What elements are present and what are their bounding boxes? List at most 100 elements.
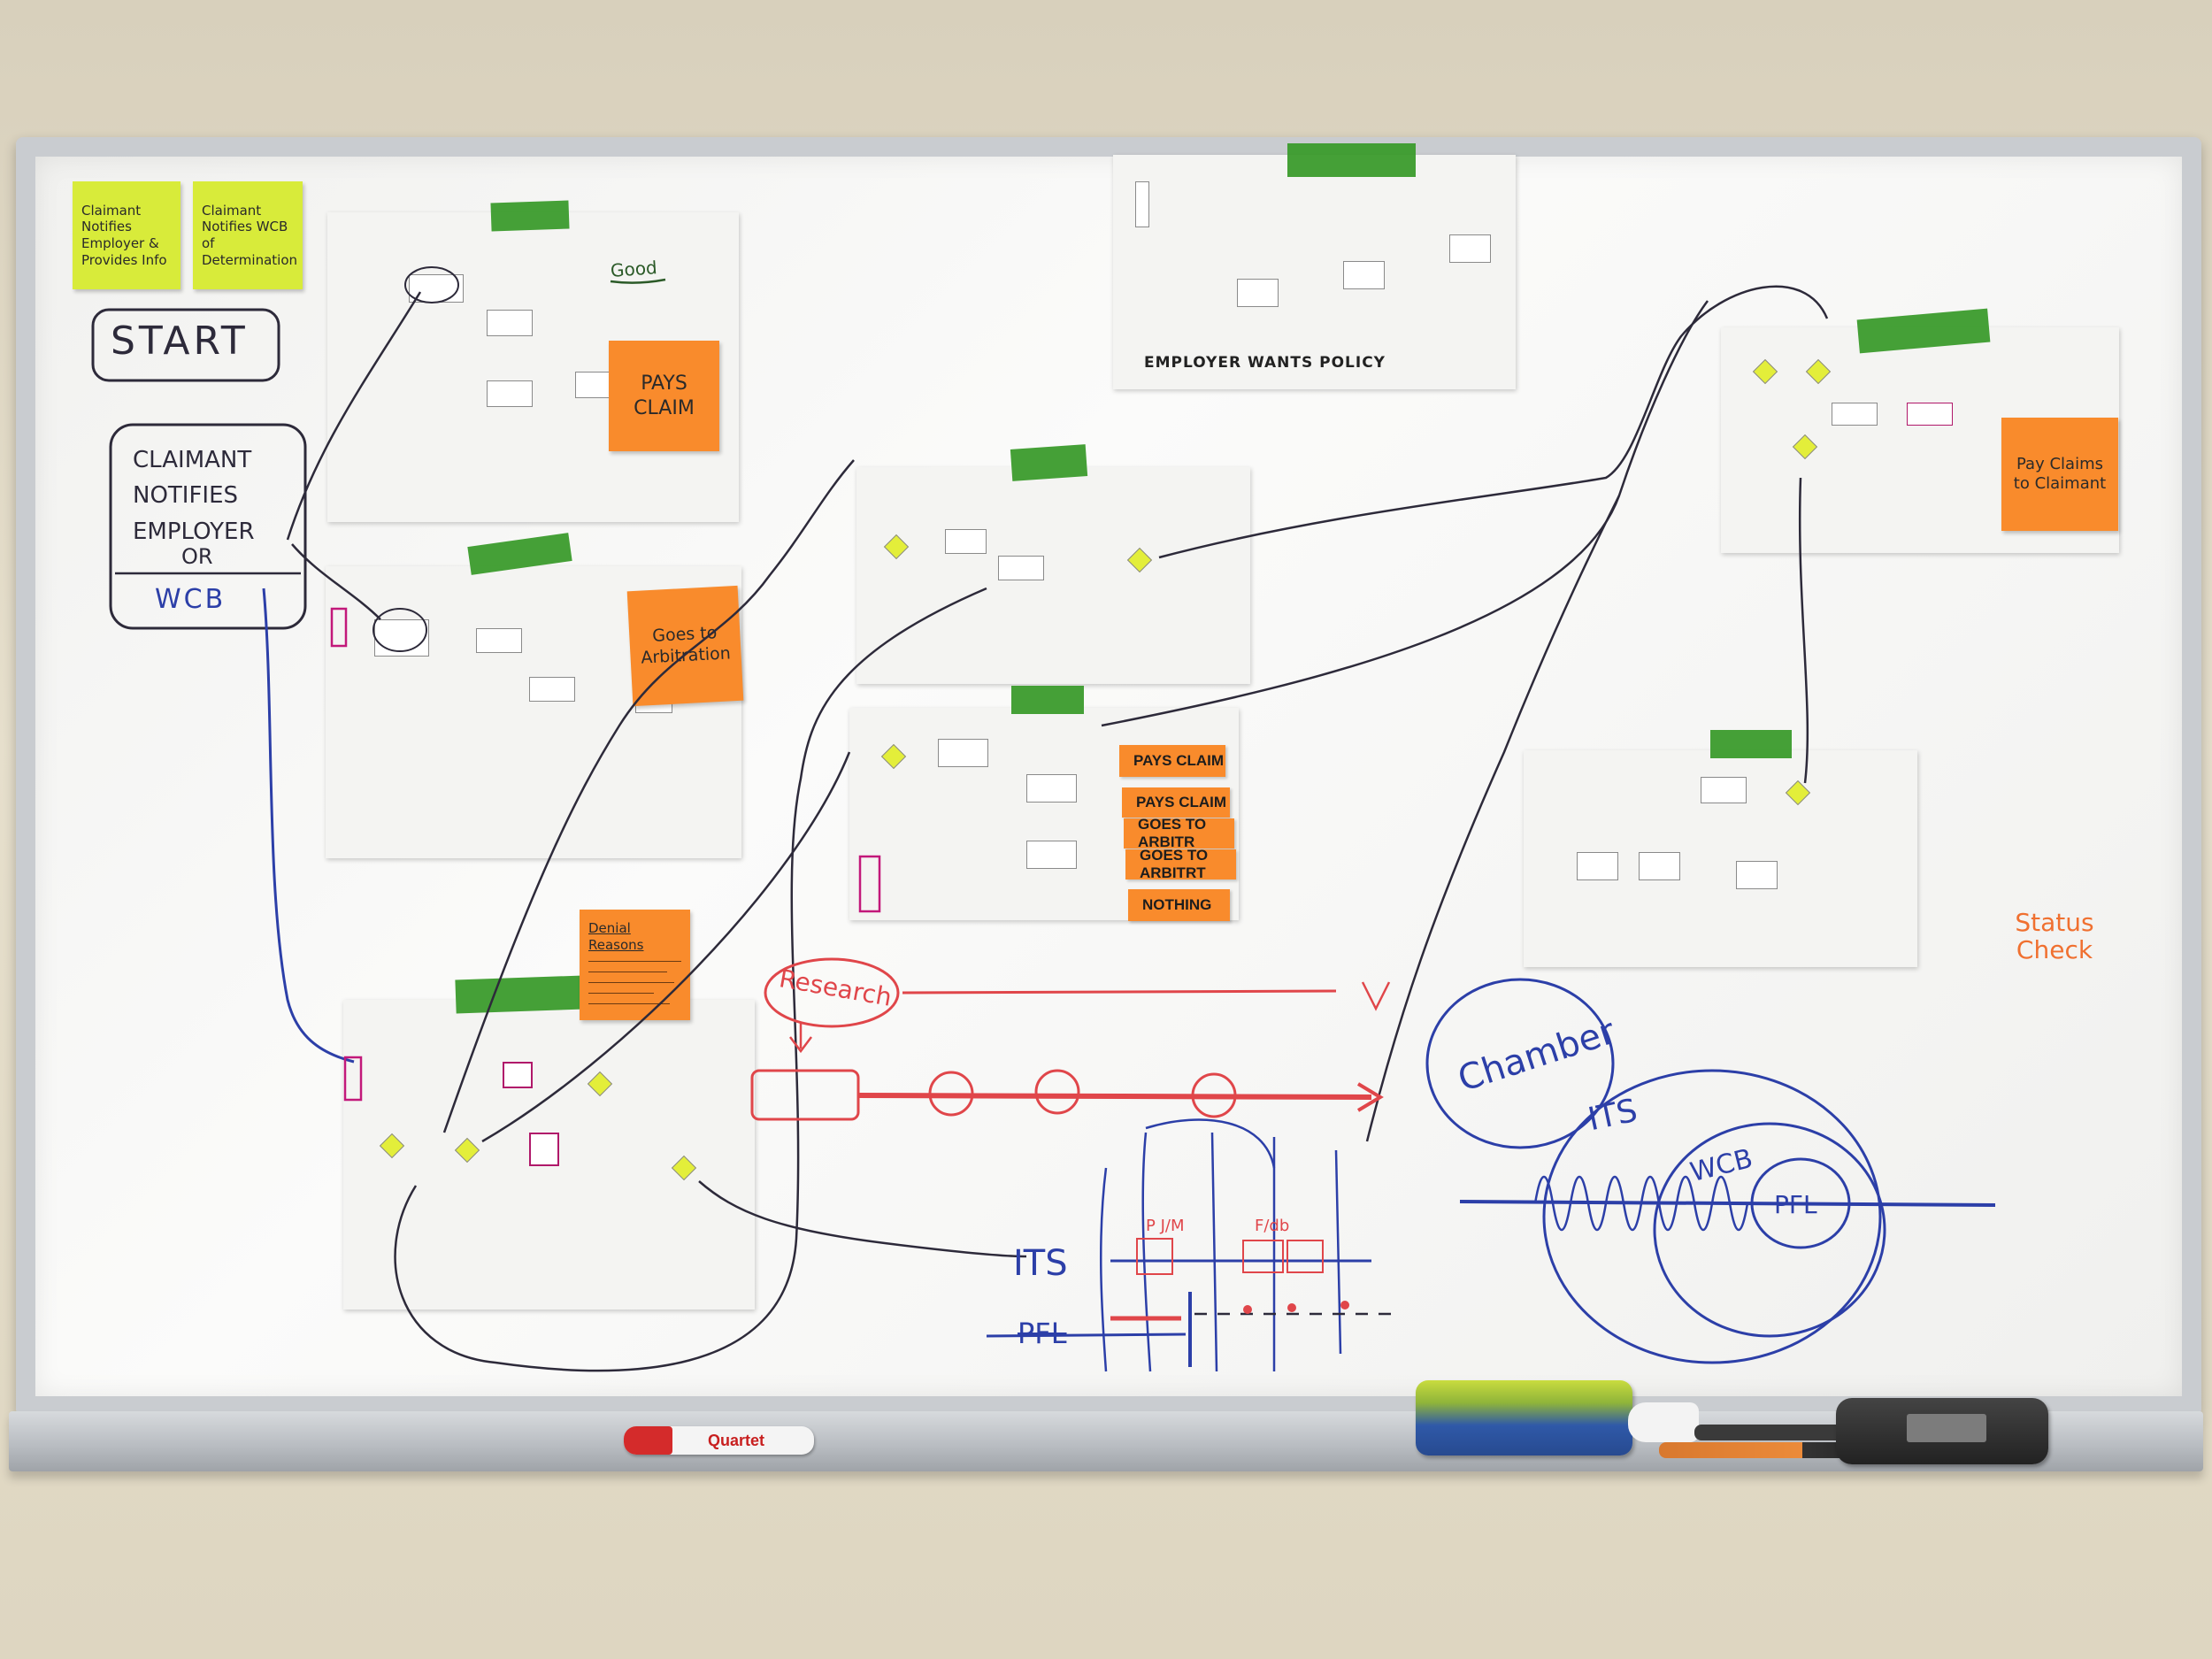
start-box (91, 308, 280, 382)
wcb-label: WCB (155, 584, 227, 615)
timeline-dot (1243, 1305, 1252, 1314)
red-marker-cap (624, 1426, 672, 1455)
claimant-box (109, 423, 307, 630)
research-arrowhead (1361, 981, 1391, 1011)
flow-box (1577, 852, 1618, 880)
timeline-bracket (1145, 1118, 1276, 1169)
sticky-note-title: Denial Reasons (588, 920, 644, 953)
flow-line (1365, 495, 1621, 1142)
flow-box (1639, 852, 1680, 880)
circle-axis-line (1459, 1200, 1996, 1207)
sticky-note-scribble (588, 981, 674, 985)
sticky-note-pay-claims-to-claimant: Pay Claims to Claimant (2001, 418, 2118, 531)
flow-box (998, 556, 1044, 580)
timeline-red-box (1242, 1240, 1284, 1273)
flow-box (1237, 279, 1279, 307)
circle-wave (1533, 1175, 1749, 1232)
flow-box (938, 739, 988, 767)
pfl-timeline-line (986, 1333, 1187, 1338)
timeline-red-box (1136, 1238, 1173, 1275)
timeline-dot (1287, 1303, 1296, 1312)
research-ellipse (764, 957, 900, 1028)
sticky-note-text: Pay Claims to Claimant (2013, 454, 2107, 494)
stacked-note-nothing: NOTHING (1128, 889, 1230, 921)
flow-box (945, 529, 987, 554)
timeline-bracket (1141, 1132, 1152, 1372)
highlight-box (330, 607, 348, 648)
timeline-dot (1340, 1301, 1349, 1310)
eraser[interactable] (1836, 1398, 2048, 1464)
flow-line (286, 291, 422, 541)
green-tape (1710, 730, 1792, 758)
flow-box (1449, 234, 1491, 263)
sheet-circle (373, 608, 427, 652)
sticky-note-claimant-notifies-wcb: Claimant Notifies WCB of Determination (193, 181, 303, 289)
its-circle (1542, 1069, 1882, 1364)
sticky-note-text: PAYS CLAIM (634, 373, 695, 419)
spray-nozzle (1628, 1402, 1699, 1442)
process-sheet-4 (856, 467, 1250, 684)
timeline-red-box (1286, 1240, 1324, 1273)
status-check-label: Status Check (2015, 908, 2094, 964)
pfl-timeline-label: PFL (1018, 1317, 1067, 1350)
eraser-label (1907, 1414, 1986, 1442)
flow-line (291, 543, 381, 620)
flow-box (487, 310, 533, 336)
red-process-box (750, 1069, 860, 1121)
flow-box (1135, 181, 1149, 227)
stacked-note-pays-claim: PAYS CLAIM (1119, 745, 1225, 777)
sticky-note-denial-reasons: Denial Reasons (580, 910, 690, 1020)
flow-line (442, 459, 855, 1133)
sticky-note-claimant-notifies-employer: Claimant Notifies Employer & Provides In… (73, 181, 180, 289)
employer-wants-policy-annotation: EMPLOYER WANTS POLICY (1144, 354, 1386, 372)
its-timeline-label: ITS (1013, 1243, 1068, 1284)
sheet-circle (404, 266, 459, 303)
green-tape (1287, 143, 1416, 177)
red-timeline-node (1191, 1072, 1237, 1118)
red-timeline (857, 1093, 1372, 1100)
flow-box (1026, 774, 1077, 803)
cleaner-spray-bottle[interactable] (1416, 1380, 1632, 1455)
stacked-note-goes-to-arbitration: GOES TO ARBITRT (1125, 847, 1236, 881)
stacked-note-pays-claim: PAYS CLAIM (1122, 787, 1230, 818)
flow-line (698, 1180, 1027, 1258)
timeline-pm-label: P J/M (1146, 1217, 1185, 1235)
sticky-note-text: Claimant Notifies Employer & Provides In… (81, 202, 167, 268)
green-tape (1011, 686, 1084, 714)
process-sheet-8 (343, 1000, 755, 1310)
research-line (902, 989, 1337, 995)
red-timeline-node (928, 1071, 974, 1117)
flow-box (529, 1133, 559, 1166)
wcb-circle (1653, 1122, 1886, 1338)
highlight-box (858, 855, 881, 913)
flow-line-blue (262, 588, 355, 1064)
process-sheet-7 (1524, 750, 1917, 967)
flow-line (1158, 285, 1829, 559)
or-label: OR (181, 544, 213, 569)
highlight-box (343, 1056, 363, 1102)
sticky-note-scribble (588, 960, 681, 964)
timeline-divider (1334, 1149, 1342, 1355)
start-label: START (111, 319, 249, 364)
red-timeline-arrowhead (1356, 1082, 1384, 1112)
flow-box (1832, 403, 1878, 426)
flow-box (476, 628, 522, 653)
sticky-note-text: Claimant Notifies WCB of Determination (202, 202, 298, 268)
sticky-note-scribble (588, 1002, 671, 1006)
process-sheet-3: EMPLOYER WANTS POLICY (1113, 155, 1516, 389)
flow-box (1907, 403, 1953, 426)
flow-line (394, 587, 987, 1372)
flow-box (529, 677, 575, 702)
flow-box (1736, 861, 1778, 889)
marker-brand-label: Quartet (708, 1432, 765, 1449)
flow-box (487, 380, 533, 407)
pfl-circle-label: PFL (1774, 1190, 1817, 1219)
red-timeline-node (1034, 1069, 1080, 1115)
stacked-note-goes-to-arbitration: GOES TO ARBITR (1124, 816, 1234, 850)
research-down-arrow (789, 1022, 812, 1054)
red-marker[interactable]: Quartet (624, 1426, 814, 1455)
timeline-fob-label: F/db (1255, 1217, 1290, 1235)
flow-box (1343, 261, 1385, 289)
sticky-note-scribble (588, 971, 668, 974)
